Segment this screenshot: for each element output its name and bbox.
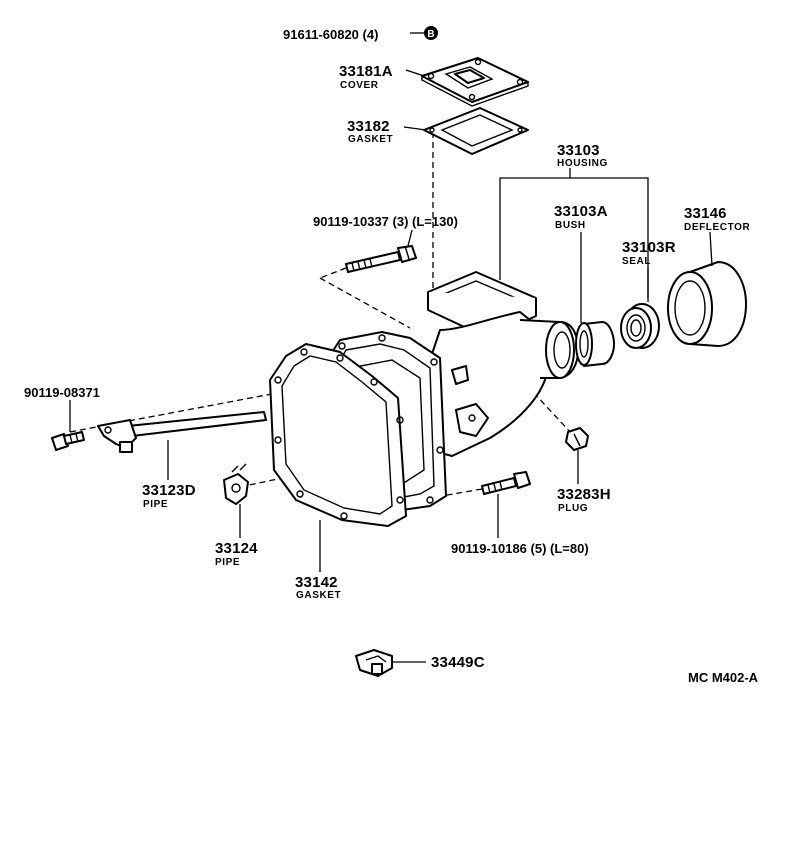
label-33181a-name: COVER bbox=[340, 80, 379, 91]
label-90119-10186: 90119-10186 (5) (L=80) bbox=[451, 541, 589, 556]
label-33142-name: GASKET bbox=[296, 590, 341, 601]
bolt-90119-10337 bbox=[345, 245, 417, 273]
label-90119-10337: 90119-10337 (3) (L=130) bbox=[313, 214, 458, 229]
oil-seal bbox=[620, 303, 660, 349]
label-33103a-name: BUSH bbox=[555, 220, 586, 231]
label-33103: 33103 bbox=[557, 142, 600, 159]
label-33283h: 33283H bbox=[557, 486, 611, 503]
lead-33182 bbox=[403, 126, 427, 131]
label-33103r: 33103R bbox=[622, 239, 676, 256]
lead-33181a bbox=[405, 69, 425, 77]
label-33449c: 33449C bbox=[431, 654, 485, 671]
cover-plate bbox=[421, 57, 529, 107]
bolt-10337-path bbox=[319, 267, 347, 279]
diagram-reference-code: MC M402-A bbox=[688, 670, 759, 685]
bolt-marker-letter: B bbox=[427, 29, 434, 40]
label-33181a: 33181A bbox=[339, 63, 393, 80]
lead-33103 bbox=[499, 177, 649, 298]
label-33103-name: HOUSING bbox=[557, 158, 608, 169]
label-33124-name: PIPE bbox=[215, 557, 240, 568]
label-33146: 33146 bbox=[684, 205, 727, 222]
label-33124: 33124 bbox=[215, 540, 258, 557]
bolt-10337-path-2 bbox=[319, 277, 411, 329]
label-33103a: 33103A bbox=[554, 203, 608, 220]
label-33123d: 33123D bbox=[142, 482, 196, 499]
label-91611-60820: 91611-60820 (4) bbox=[283, 27, 378, 42]
dust-deflector bbox=[667, 261, 747, 347]
clip-33449c bbox=[355, 649, 393, 677]
bush bbox=[575, 321, 615, 367]
label-33182: 33182 bbox=[347, 118, 390, 135]
drain-plug bbox=[565, 427, 589, 451]
lead-10337 bbox=[407, 229, 413, 247]
label-33142: 33142 bbox=[295, 574, 338, 591]
label-33146-name: DEFLECTOR bbox=[684, 222, 751, 233]
label-90119-08371: 90119-08371 bbox=[24, 385, 100, 400]
bolt-90119-08371 bbox=[51, 431, 85, 451]
bolt-90119-10186 bbox=[481, 471, 531, 495]
label-33103r-name: SEAL bbox=[622, 256, 651, 267]
bolt-marker-circle bbox=[424, 26, 438, 40]
housing-gasket bbox=[269, 343, 407, 527]
label-33123d-name: PIPE bbox=[143, 499, 168, 510]
cover-gasket bbox=[423, 107, 529, 155]
lead-33146 bbox=[709, 231, 713, 267]
label-33283h-name: PLUG bbox=[558, 503, 588, 514]
oil-pipe-33124 bbox=[223, 463, 249, 505]
oil-pipe-33123d bbox=[97, 411, 267, 453]
label-33182-name: GASKET bbox=[348, 134, 393, 145]
